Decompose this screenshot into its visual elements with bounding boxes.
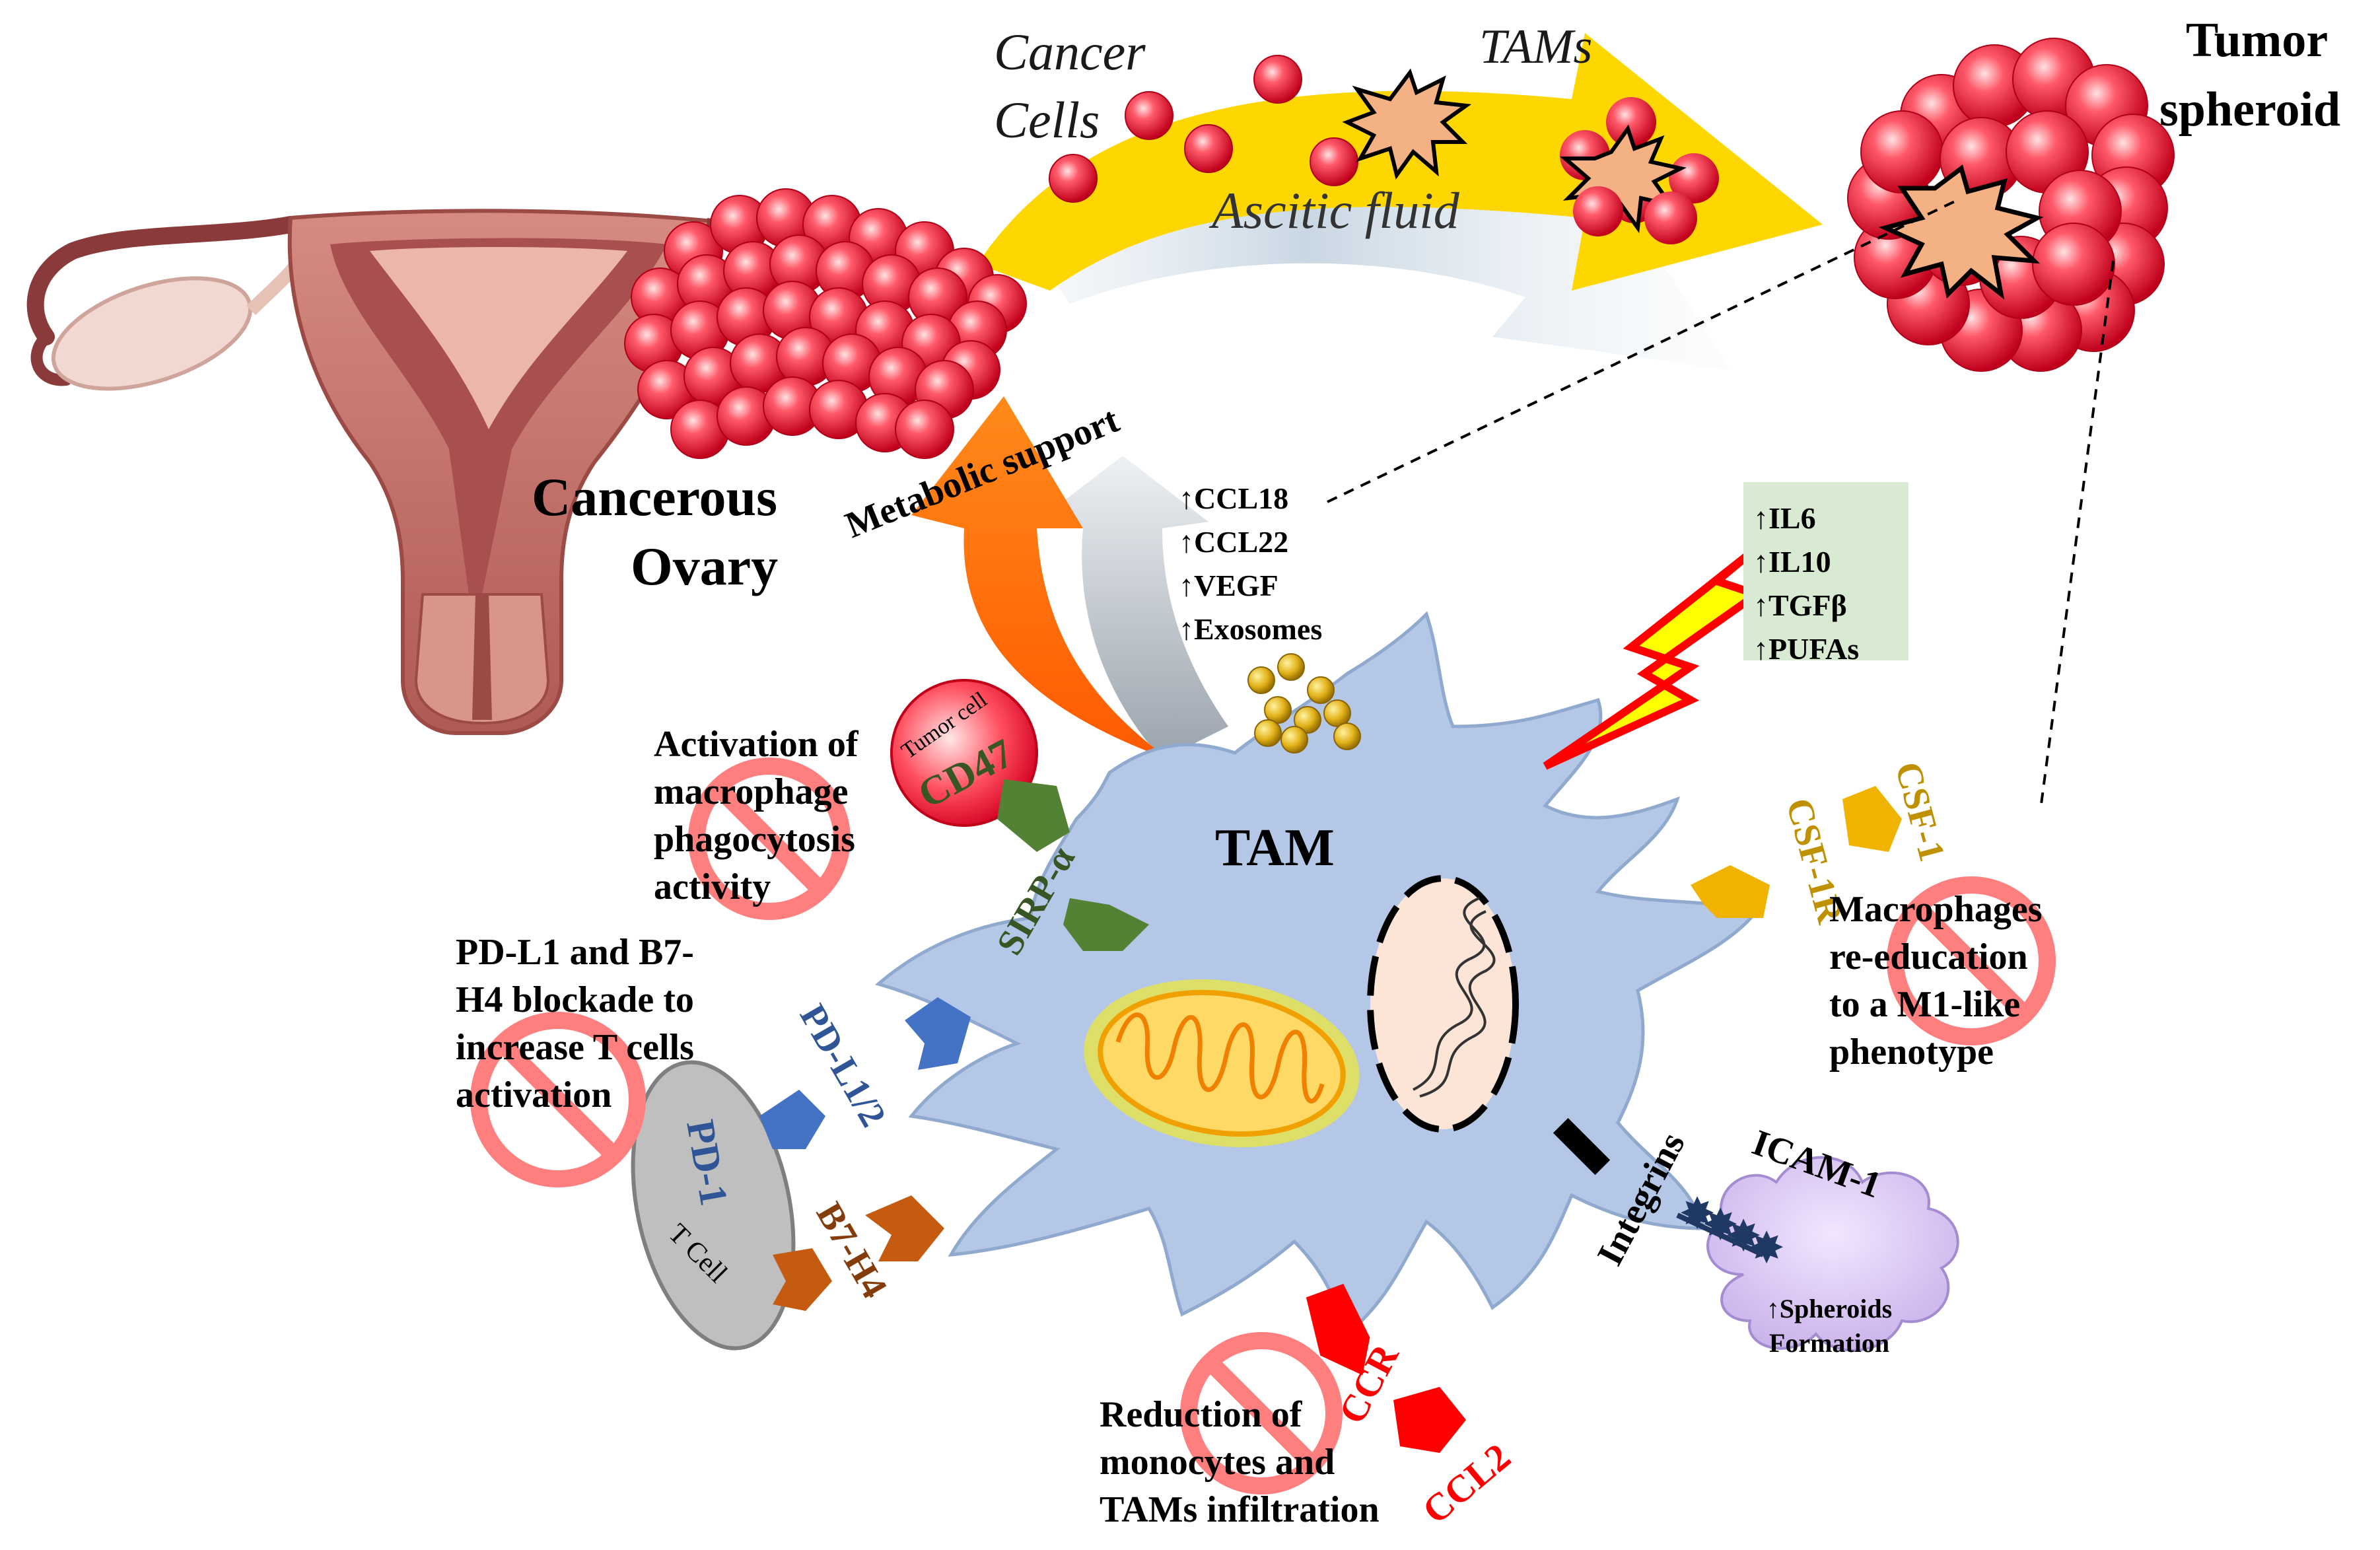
secreted-factor: ↑CCL22	[1179, 525, 1288, 559]
csf-1-ligand	[1842, 786, 1902, 852]
label-tumor-spheroid-2: spheroid	[2159, 83, 2340, 137]
icam-1-stars: ✸ ✸ ✸ ✸	[1676, 1192, 1784, 1270]
metabolic-support-grey-arrow	[1037, 456, 1228, 759]
tumor-mass-on-ovary	[624, 188, 1027, 459]
exosome	[1254, 719, 1282, 747]
inhibition-sign	[1180, 1332, 1343, 1495]
therapy-reeducation-text: Macrophages	[1829, 889, 2043, 930]
tam-cell-body	[874, 611, 1760, 1337]
mitochondrion	[1084, 979, 1360, 1148]
tumor-cell-cd47	[890, 679, 1070, 852]
integrin-receptor	[1553, 1117, 1611, 1176]
label-cancer-cells-1: Cancer	[994, 23, 1146, 81]
metabolic-support-arrow	[911, 396, 1169, 759]
therapy-phagocytosis-text: Activation of	[654, 724, 859, 765]
therapy-phagocytosis-text: macrophage	[654, 771, 849, 812]
svg-text:✸: ✸	[1727, 1215, 1761, 1258]
transit-tam-cells	[1342, 68, 1719, 244]
pd-l1-receptor	[905, 997, 971, 1070]
migrating-cancer-cell	[1253, 55, 1302, 104]
spheroid-cloud-text: Formation	[1769, 1328, 1889, 1358]
spheroid-cell	[1860, 110, 1943, 194]
ccl2-ligand	[1393, 1387, 1466, 1453]
label-ascitic-fluid: Ascitic fluid	[1208, 182, 1460, 239]
spheroid-cell	[2032, 223, 2115, 306]
spheroid-formation-cloud	[1706, 1156, 1959, 1352]
exosome	[1277, 653, 1305, 681]
secreted-factor: ↑VEGF	[1179, 569, 1278, 602]
therapy-reeducation-text: phenotype	[1829, 1032, 1994, 1073]
therapy-infiltration-text: Reduction of	[1100, 1394, 1303, 1435]
migrating-cancer-cell	[1049, 154, 1098, 203]
inhibition-sign	[1887, 876, 2056, 1045]
environment-factor: ↑IL6	[1753, 501, 1816, 535]
therapy-phagocytosis-text: activity	[654, 866, 771, 907]
label-tam-center: TAM	[1215, 819, 1335, 877]
exosome-cluster	[1247, 653, 1361, 754]
spheroid-tam-core	[1878, 164, 2044, 300]
uterus-illustration	[26, 209, 769, 735]
tumor-mass-cell	[895, 400, 954, 459]
label-tumor-spheroid-1: Tumor	[2186, 13, 2328, 67]
csf-1r-receptor	[1691, 865, 1770, 918]
exosome	[1294, 706, 1321, 734]
environment-factors-box	[1743, 482, 1908, 660]
t-cell	[631, 1060, 832, 1351]
exosome	[1323, 699, 1351, 727]
therapy-reeducation-text: re-education	[1829, 936, 2028, 977]
exosome	[1333, 722, 1361, 750]
inhibition-sign	[470, 1012, 646, 1187]
migrating-cancer-cell	[1125, 91, 1173, 140]
exosome	[1280, 726, 1308, 754]
svg-text:✸: ✸	[1750, 1226, 1784, 1270]
therapy-checkpoint-text: increase T cells	[456, 1027, 694, 1068]
b7-h4-receptor	[865, 1195, 944, 1261]
inhibition-sign	[688, 757, 851, 920]
environment-stimulus-bolt	[1543, 545, 1766, 770]
exosome	[1264, 696, 1292, 724]
zoom-line-left	[1327, 200, 1955, 503]
therapy-checkpoint-text: PD-L1 and B7-	[456, 932, 694, 973]
label-cancerous-ovary-2: Ovary	[631, 536, 778, 596]
nucleus	[1367, 875, 1519, 1133]
therapy-infiltration-text: monocytes and	[1100, 1442, 1335, 1483]
inhibition-signs	[470, 757, 2056, 1495]
svg-text:✸: ✸	[1681, 1192, 1714, 1236]
label-csf-1: CSF-1	[1887, 757, 1952, 865]
therapy-reeducation-text: to a M1-like	[1829, 984, 2020, 1025]
migrating-cancer-cells	[1049, 55, 1358, 203]
exosome	[1307, 676, 1335, 704]
secreted-factor: ↑CCL18	[1179, 481, 1288, 515]
label-cancerous-ovary-1: Cancerous	[532, 467, 777, 527]
ccr-receptor	[1306, 1283, 1370, 1376]
svg-text:✸: ✸	[1704, 1203, 1737, 1247]
environment-factor: ↑TGFβ	[1753, 588, 1847, 622]
therapy-checkpoint-text: H4 blockade to	[456, 979, 694, 1020]
migrating-cancer-cell	[1184, 124, 1233, 173]
tumor-spheroid	[1847, 38, 2175, 372]
secreted-factor: ↑Exosomes	[1179, 612, 1322, 646]
label-cancer-cells-2: Cells	[994, 91, 1100, 149]
migrating-cancer-cell	[1310, 137, 1358, 186]
exosome	[1247, 666, 1275, 694]
environment-factor: ↑PUFAs	[1753, 632, 1859, 666]
label-tams-top: TAMs	[1479, 20, 1592, 74]
therapy-checkpoint-text: activation	[456, 1074, 612, 1115]
environment-factor: ↑IL10	[1753, 545, 1831, 579]
sirp-alpha-receptor	[1063, 898, 1149, 951]
therapy-infiltration-text: TAMs infiltration	[1100, 1489, 1380, 1530]
spheroid-cloud-text: ↑Spheroids	[1767, 1294, 1892, 1323]
text-lists: ↑CCL18 ↑CCL22 ↑VEGF ↑Exosomes ↑IL6 ↑IL10 ↑TGFβ…	[456, 481, 2043, 1530]
therapy-phagocytosis-text: phagocytosis	[654, 819, 855, 860]
